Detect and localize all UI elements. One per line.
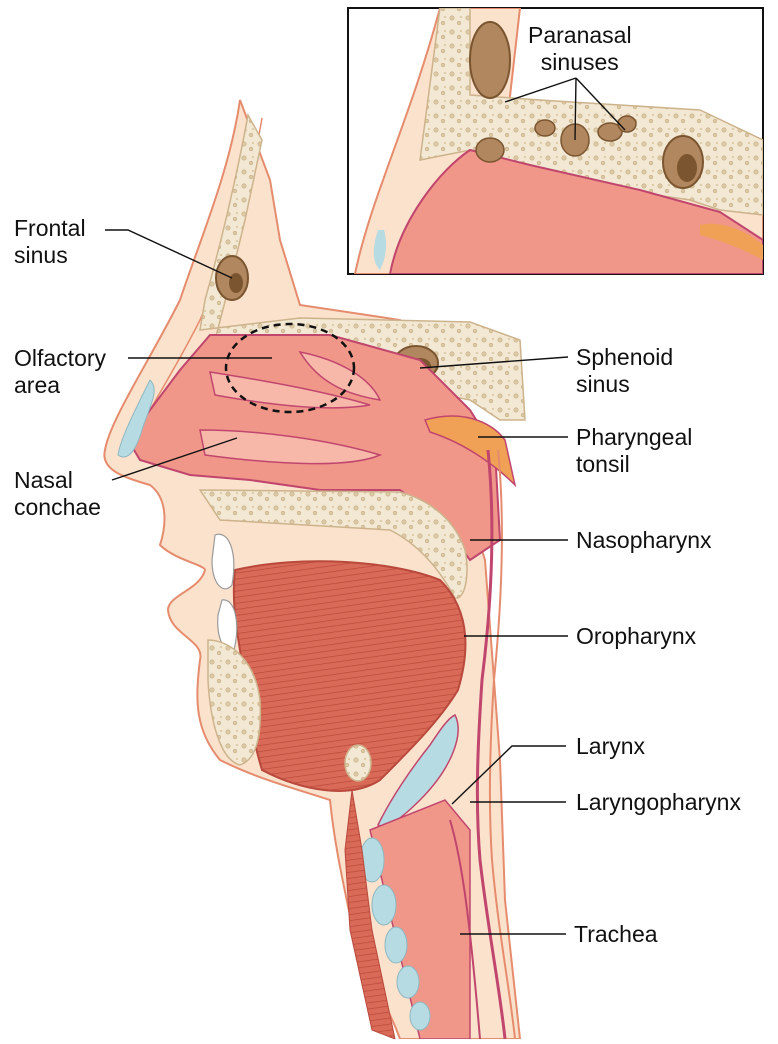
label-paranasal-sinuses: Paranasal sinuses (528, 22, 632, 76)
label-larynx: Larynx (576, 733, 645, 760)
label-nasal-line2: conchae (14, 494, 101, 521)
label-olfactory-line2: area (14, 372, 106, 399)
label-paranasal-line1: Paranasal (528, 22, 632, 49)
label-olfactory-area: Olfactory area (14, 345, 106, 399)
label-frontal-sinus: Frontal sinus (14, 215, 86, 269)
label-oropharynx: Oropharynx (576, 623, 696, 650)
hyoid-bone (345, 745, 371, 781)
label-sphenoid-line1: Sphenoid (576, 344, 673, 371)
label-nasal-conchae: Nasal conchae (14, 467, 101, 521)
label-nasopharynx: Nasopharynx (576, 527, 712, 554)
label-sphenoid-line2: sinus (576, 371, 673, 398)
leader-paranasal-2 (575, 78, 576, 140)
label-trachea: Trachea (574, 921, 658, 948)
label-frontal-line1: Frontal (14, 215, 86, 242)
label-frontal-line2: sinus (14, 242, 86, 269)
label-olfactory-line1: Olfactory (14, 345, 106, 372)
label-nasal-line1: Nasal (14, 467, 101, 494)
label-sphenoid-sinus: Sphenoid sinus (576, 344, 673, 398)
label-pharyngeal-tonsil: Pharyngeal tonsil (576, 424, 692, 478)
label-laryngopharynx: Laryngopharynx (576, 789, 741, 816)
label-pharyngeal-line2: tonsil (576, 451, 692, 478)
label-paranasal-line2: sinuses (528, 49, 632, 76)
label-pharyngeal-line1: Pharyngeal (576, 424, 692, 451)
